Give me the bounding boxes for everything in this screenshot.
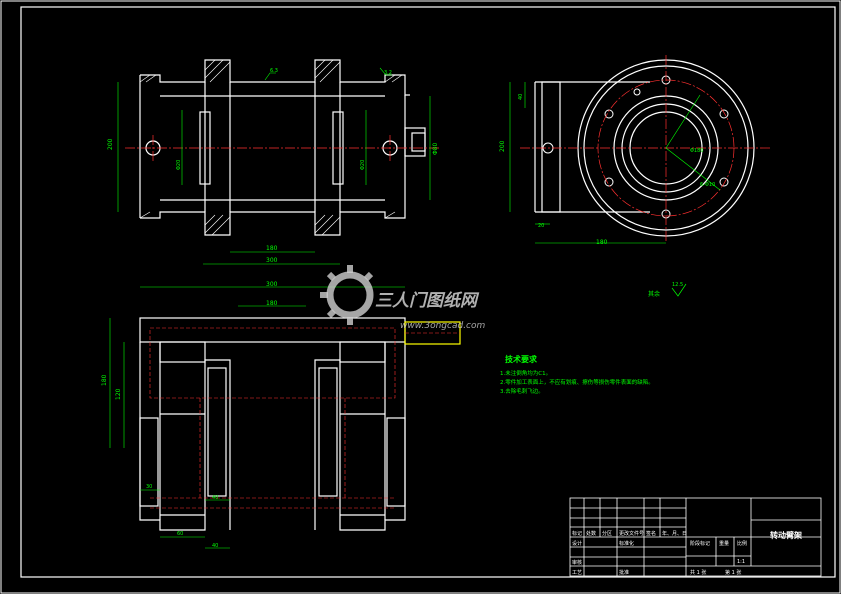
other-roughness-label: 其余 — [648, 290, 660, 298]
front-right-dia-dim: Φ20 — [360, 160, 366, 170]
front-view — [139, 59, 426, 236]
front-dimension-lines — [117, 67, 431, 265]
tb-label-mark: 标记 — [572, 530, 582, 537]
other-roughness-value: 12.5 — [672, 282, 683, 288]
tb-label-approve: 批准 — [619, 569, 629, 576]
side-bottom-offset-dim: 20 — [538, 223, 544, 229]
front-roughness-a: 6.3 — [270, 68, 278, 74]
front-height-dim: 200 — [107, 138, 114, 150]
tech-req-item-3: 3.去除毛刺飞边。 — [500, 387, 544, 395]
front-overall-width-dim: 300 — [266, 257, 278, 264]
top-height-dim: 180 — [101, 374, 108, 386]
front-centerlines — [125, 135, 440, 162]
tb-label-date: 年、月、日 — [662, 530, 687, 537]
top-edge-dim: 30 — [146, 484, 152, 490]
tech-req-item-1: 1.未注倒角均为C1。 — [500, 369, 551, 377]
tb-scale-value: 1:1 — [737, 559, 745, 565]
top-slot-w-dim: 40 — [212, 543, 218, 549]
tb-drawing-name: 转动臂架 — [770, 530, 802, 540]
roughness-symbol-icon — [671, 283, 687, 297]
title-block — [569, 497, 822, 577]
side-circle-dia-dim: Φ180 — [690, 148, 703, 154]
top-dimension-lines — [109, 286, 405, 549]
side-top-offset-dim: 40 — [518, 94, 524, 100]
tech-req-heading: 技术要求 — [505, 354, 538, 364]
tb-label-zone: 分区 — [602, 530, 612, 537]
tb-weight: 重量 — [719, 540, 729, 547]
watermark: 三人门图纸网 www.3ongcad.com — [320, 265, 486, 331]
front-bore-dim: Φ80 — [432, 142, 439, 155]
tech-req-item-2: 2.零件加工表面上，不应有划痕、擦伤等损伤零件表面的缺陷。 — [500, 378, 654, 386]
top-inner-width-dim: 180 — [266, 300, 278, 307]
side-height-dim: 200 — [499, 140, 506, 152]
tb-label-design: 设计 — [572, 540, 582, 547]
tb-stage-mark: 阶段标记 — [690, 540, 710, 547]
tb-label-sign: 签名 — [646, 530, 656, 537]
front-roughness-b: 3.2 — [384, 70, 392, 76]
tb-label-count: 处数 — [586, 530, 596, 537]
front-inner-width-dim: 180 — [266, 245, 278, 252]
tb-label-change: 更改文件号 — [619, 530, 644, 537]
tb-scale: 比例 — [737, 540, 747, 547]
gear-logo-icon — [320, 265, 374, 325]
watermark-url: www.3ongcad.com — [400, 321, 486, 331]
inner-frame — [20, 6, 836, 578]
front-left-dia-dim: Φ20 — [176, 160, 182, 170]
top-hidden-lines — [149, 327, 460, 509]
top-inner-height-dim: 120 — [115, 388, 122, 400]
top-slot-w3-dim: 60 — [177, 531, 183, 537]
side-bolt-circle-dim: 6-Φ10 — [700, 182, 715, 188]
tb-sheet-no: 第 1 张 — [725, 569, 741, 576]
tb-label-standard: 标准化 — [619, 540, 634, 547]
top-view — [139, 317, 461, 531]
top-overall-width-dim: 300 — [266, 281, 278, 288]
tb-label-review: 审核 — [572, 559, 582, 566]
tb-label-process: 工艺 — [572, 570, 582, 576]
side-centerlines — [520, 55, 770, 242]
front-view-hatch — [139, 59, 403, 236]
side-width-dim: 180 — [596, 239, 608, 246]
tb-sheets: 共 1 张 — [690, 569, 706, 576]
top-slot-w2-dim: 40 — [212, 495, 218, 501]
side-dimension-lines — [509, 82, 721, 244]
watermark-brand: 三人门图纸网 — [375, 291, 480, 311]
side-bolt-holes — [542, 75, 729, 219]
